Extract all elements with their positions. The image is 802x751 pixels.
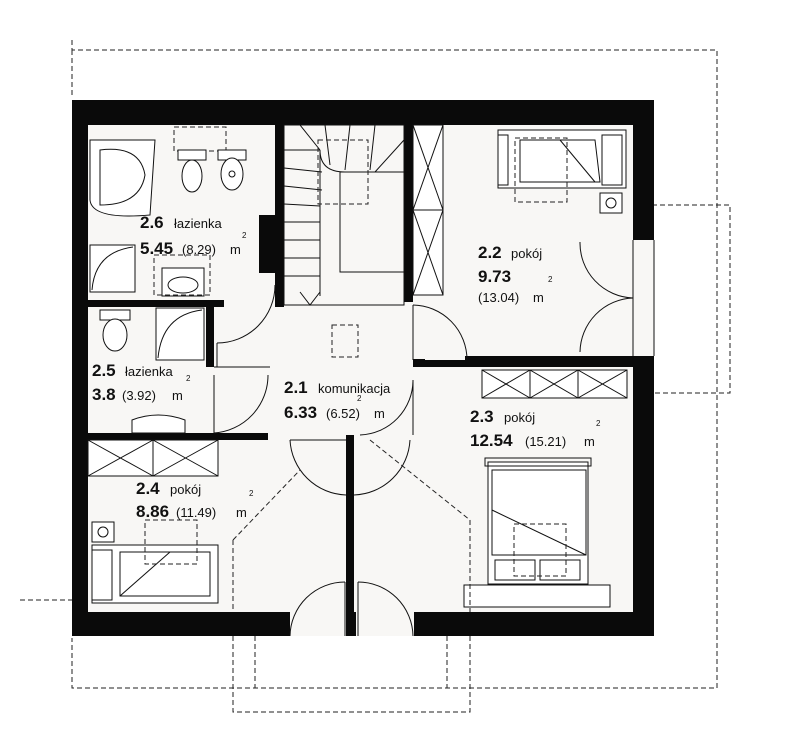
room-area-gross: (3.92) xyxy=(122,388,156,403)
room-area-gross: (6.52) xyxy=(326,406,360,421)
room-area: 9.73 xyxy=(478,267,511,286)
doors xyxy=(213,240,655,496)
room-label-2-5: 2.5 łazienka 2 3.8 (3.92) m xyxy=(92,361,191,404)
room-number: 2.2 xyxy=(478,243,502,262)
interior-walls xyxy=(88,125,633,612)
bathroom-2-5-fixtures xyxy=(99,307,205,434)
room-label-2-3: 2.3 pokój 2 12.54 (15.21) m xyxy=(470,407,601,450)
room-area-unit: m xyxy=(236,505,247,520)
room-number: 2.5 xyxy=(92,361,116,380)
balcony-door xyxy=(232,439,471,637)
room-name: komunikacja xyxy=(318,381,391,396)
room-area-unit: m xyxy=(172,388,183,403)
room-area-unit: m xyxy=(374,406,385,421)
room-number: 2.1 xyxy=(284,378,308,397)
room-label-2-1: 2.1 komunikacja 2 6.33 (6.52) m xyxy=(284,378,391,422)
room-area-unit: m xyxy=(584,434,595,449)
bed-2-3 xyxy=(463,457,611,608)
staircase xyxy=(283,124,405,306)
room-area-gross: (8.29) xyxy=(182,242,216,257)
roof-outline xyxy=(20,40,731,713)
room-name: łazienka xyxy=(174,216,222,231)
room-name: pokój xyxy=(170,482,201,497)
area-superscript: 2 xyxy=(249,489,254,498)
room-area: 6.33 xyxy=(284,403,317,422)
room-area: 12.54 xyxy=(470,431,513,450)
area-superscript: 2 xyxy=(596,419,601,428)
area-superscript: 2 xyxy=(242,231,247,240)
room-area: 8.86 xyxy=(136,502,169,521)
room-label-2-6: 2.6 łazienka 2 5.45 (8.29) m xyxy=(140,213,247,258)
room-name: łazienka xyxy=(125,364,173,379)
room-name: pokój xyxy=(504,410,535,425)
room-area: 5.45 xyxy=(140,239,173,258)
room-number: 2.6 xyxy=(140,213,164,232)
room-area-gross: (11.49) xyxy=(176,505,216,520)
room-area: 3.8 xyxy=(92,385,116,404)
room-label-2-4: 2.4 pokój 2 8.86 (11.49) m xyxy=(136,479,254,521)
wardrobe xyxy=(87,124,628,477)
room-number: 2.3 xyxy=(470,407,494,426)
area-superscript: 2 xyxy=(357,394,362,403)
room-area-gross: (15.21) xyxy=(525,434,566,449)
room-area-unit: m xyxy=(230,242,241,257)
room-area-gross: (13.04) xyxy=(478,290,519,305)
room-name: pokój xyxy=(511,246,542,261)
bed-2-4 xyxy=(91,519,219,604)
bathroom-2-6-fixtures xyxy=(89,126,247,297)
room-label-2-2: 2.2 pokój 2 9.73 (13.04) m xyxy=(478,243,553,305)
room-number: 2.4 xyxy=(136,479,160,498)
bed-2-2 xyxy=(497,129,627,214)
area-superscript: 2 xyxy=(548,275,553,284)
area-superscript: 2 xyxy=(186,374,191,383)
room-area-unit: m xyxy=(533,290,544,305)
